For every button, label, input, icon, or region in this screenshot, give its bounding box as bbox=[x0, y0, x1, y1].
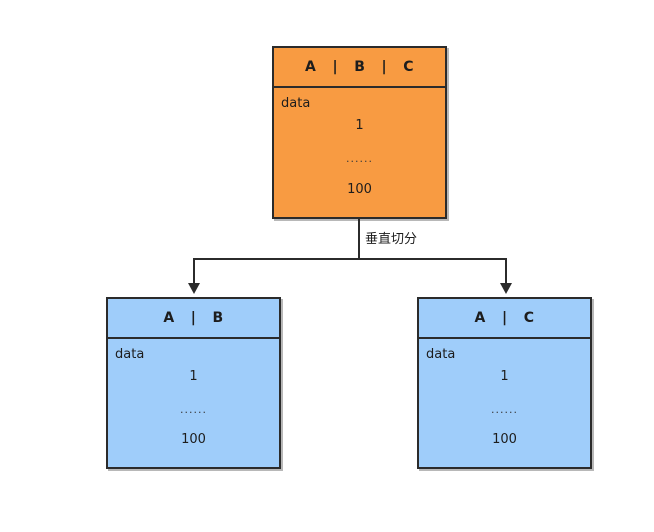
shard-left-row-ellipsis: ...... bbox=[180, 403, 207, 416]
connector-right-drop bbox=[505, 258, 507, 284]
source-table-row-value-last: 100 bbox=[347, 182, 372, 197]
shard-right-node[interactable]: A | C data 1 ...... 100 bbox=[417, 297, 592, 469]
shard-left-data-label: data bbox=[115, 347, 145, 362]
arrow-head-left-icon bbox=[188, 283, 200, 294]
edge-label-vertical-split: 垂直切分 bbox=[365, 232, 418, 247]
source-table-body: data 1 ...... 100 bbox=[274, 88, 445, 217]
shard-left-row-value-first: 1 bbox=[189, 369, 198, 384]
shard-left-node[interactable]: A | B data 1 ...... 100 bbox=[106, 297, 281, 469]
shard-right-row-ellipsis: ...... bbox=[491, 403, 518, 416]
shard-left-body: data 1 ...... 100 bbox=[108, 339, 279, 467]
shard-left-row-value-last: 100 bbox=[181, 432, 206, 447]
source-table-header: A | B | C bbox=[274, 48, 445, 88]
connector-stem bbox=[358, 219, 360, 260]
shard-right-row-value-first: 1 bbox=[500, 369, 509, 384]
source-table-node[interactable]: A | B | C data 1 ...... 100 bbox=[272, 46, 447, 219]
shard-left-header: A | B bbox=[108, 299, 279, 339]
connector-horizontal-bar bbox=[193, 258, 507, 260]
source-table-row-value-first: 1 bbox=[355, 118, 364, 133]
arrow-head-right-icon bbox=[500, 283, 512, 294]
connector-left-drop bbox=[193, 258, 195, 284]
shard-right-header: A | C bbox=[419, 299, 590, 339]
shard-right-data-label: data bbox=[426, 347, 456, 362]
source-table-data-label: data bbox=[281, 96, 311, 111]
shard-right-body: data 1 ...... 100 bbox=[419, 339, 590, 467]
source-table-row-ellipsis: ...... bbox=[346, 152, 373, 165]
shard-right-row-value-last: 100 bbox=[492, 432, 517, 447]
